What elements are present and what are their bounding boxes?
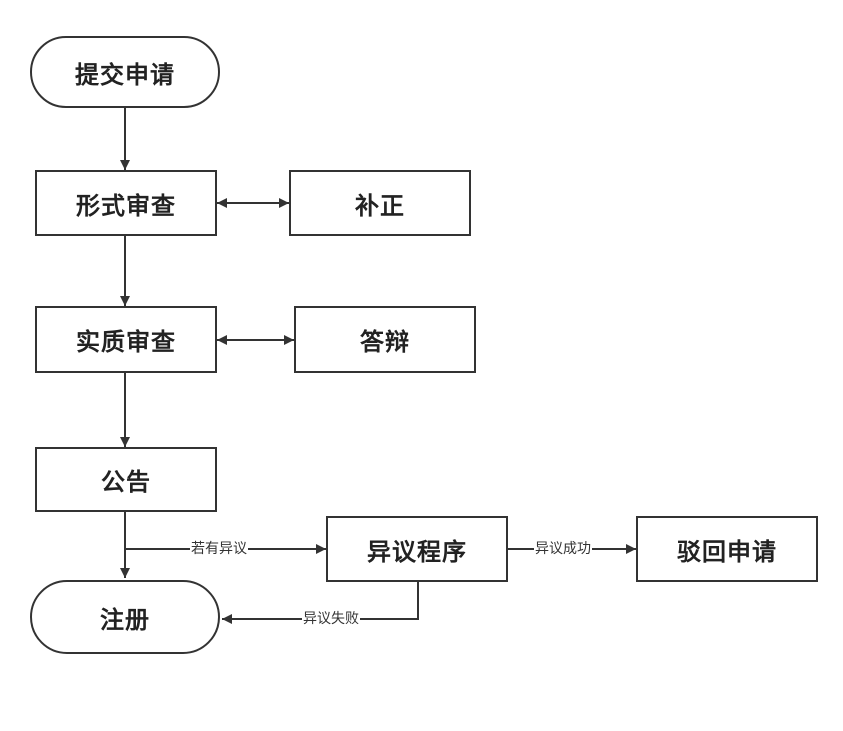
substantive-review-node: 实质审查 [35, 306, 217, 373]
node-label: 公告 [101, 468, 151, 496]
edge-opposition-to-register [222, 582, 419, 624]
edge-label-if-opposition: 若有异议 [190, 541, 248, 557]
edge-label-opposition-fail: 异议失败 [302, 611, 360, 627]
edge-label-opposition-success: 异议成功 [534, 541, 592, 557]
node-label: 答辩 [360, 328, 410, 356]
node-label: 异议程序 [367, 537, 467, 566]
register-node: 注册 [30, 580, 220, 654]
start-node: 提交申请 [30, 36, 220, 108]
correction-node: 补正 [289, 170, 471, 236]
announcement-node: 公告 [35, 447, 217, 512]
node-label: 补正 [355, 191, 405, 220]
node-label: 形式审查 [76, 191, 176, 220]
node-label: 注册 [100, 605, 150, 634]
node-label: 实质审查 [76, 328, 176, 356]
opposition-node: 异议程序 [326, 516, 508, 582]
node-label: 提交申请 [75, 60, 175, 89]
node-label: 驳回申请 [677, 537, 777, 566]
reply-node: 答辩 [294, 306, 476, 373]
formal-review-node: 形式审查 [35, 170, 217, 236]
reject-node: 驳回申请 [636, 516, 818, 582]
